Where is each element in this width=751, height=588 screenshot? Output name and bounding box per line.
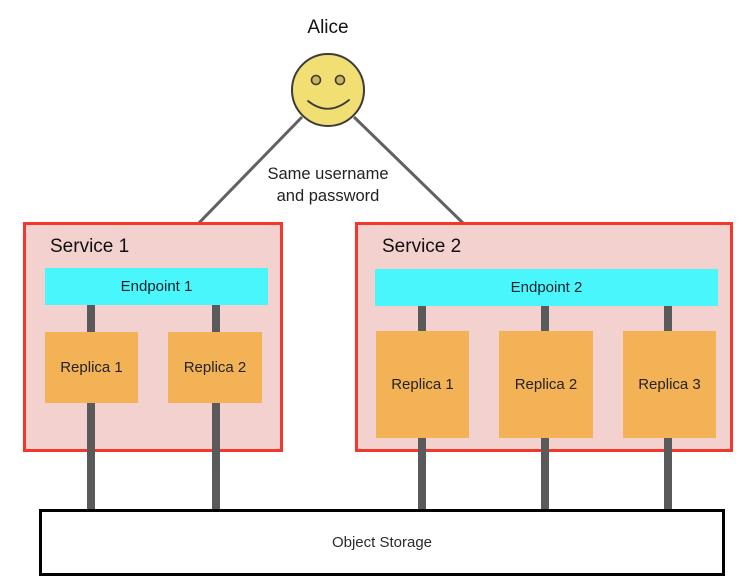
connector-s2-replica3-storage — [664, 438, 672, 510]
connector-endpoint2-replica2 — [541, 306, 549, 331]
annotation-same-credentials: Same username and password — [267, 163, 388, 207]
service-2-replica-3-node: Replica 3 — [623, 331, 716, 438]
actor-label: Alice — [307, 17, 349, 38]
annotation-line-1: Same username — [267, 165, 389, 183]
alice-smiley-icon — [291, 53, 365, 127]
service-1-title: Service 1 — [50, 236, 130, 257]
connector-endpoint2-replica1 — [418, 306, 426, 331]
connector-s1-replica1-storage — [87, 403, 95, 510]
endpoint-2-node: Endpoint 2 — [375, 269, 718, 306]
endpoint-1-node: Endpoint 1 — [45, 268, 268, 305]
service-2-replica-1-node: Replica 1 — [376, 331, 469, 438]
object-storage-label: Object Storage — [331, 534, 433, 551]
service-1-replica-1-node: Replica 1 — [45, 332, 138, 403]
service-2-box: Service 2 Endpoint 2 Replica 1 Replica 2… — [355, 222, 733, 452]
service-1-replica-2-node: Replica 2 — [168, 332, 262, 403]
connector-endpoint1-replica2 — [212, 305, 220, 332]
connector-s2-replica1-storage — [418, 438, 426, 510]
connector-endpoint1-replica1 — [87, 305, 95, 332]
service-2-title: Service 2 — [382, 236, 462, 257]
service-1-box: Service 1 Endpoint 1 Replica 1 Replica 2 — [23, 222, 283, 452]
annotation-line-2: and password — [276, 187, 380, 205]
connector-s1-replica2-storage — [212, 403, 220, 510]
connector-endpoint2-replica3 — [664, 306, 672, 331]
service-2-replica-2-node: Replica 2 — [499, 331, 593, 438]
connector-s2-replica2-storage — [541, 438, 549, 510]
object-storage-box: Object Storage — [39, 509, 725, 576]
